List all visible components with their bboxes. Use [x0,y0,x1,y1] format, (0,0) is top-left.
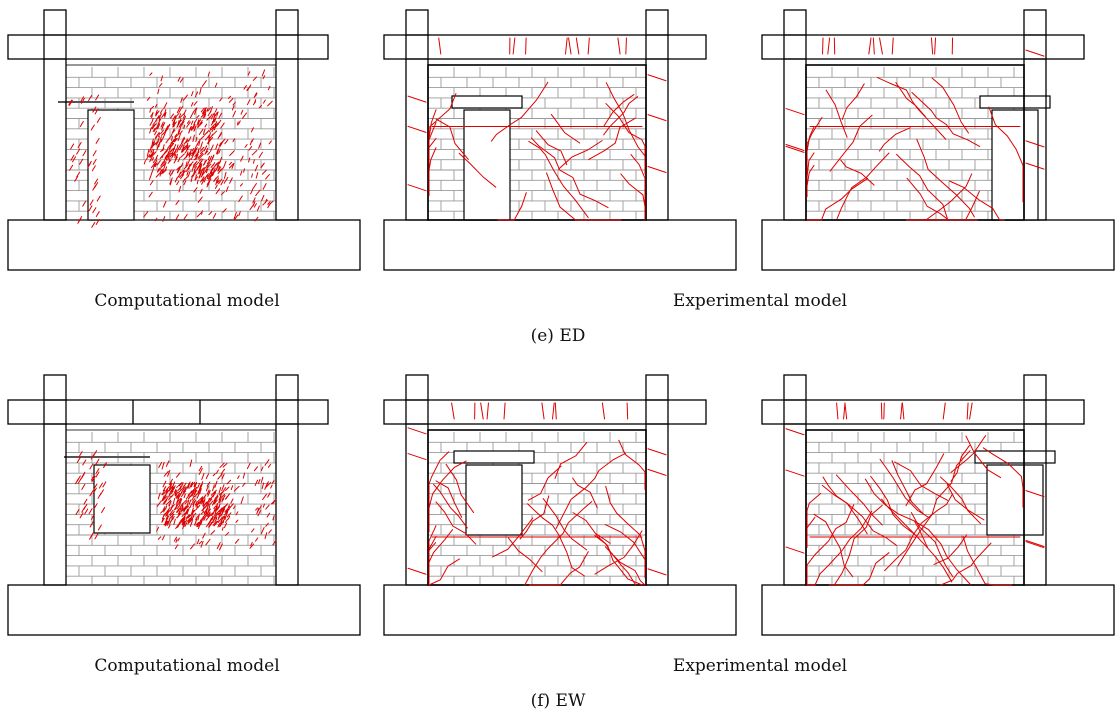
foundation-beam [384,220,736,270]
top-beam [8,400,328,424]
foundation-beam [8,220,360,270]
foundation-beam [762,220,1114,270]
door-opening [88,110,134,220]
lintel [975,451,1055,463]
infill-outline [806,65,1024,220]
top-beam [8,35,328,59]
computational-label-ew: Computational model [94,656,279,676]
computational-label-ed: Computational model [94,291,279,311]
top-beam [762,35,1084,59]
window-opening [987,465,1043,535]
foundation-beam [762,585,1114,635]
experimental-panel-ew-2 [762,375,1114,635]
computational-panel-ew [8,375,360,635]
masonry-infill [806,67,1024,220]
foundation-beam [384,585,736,635]
infill-outline [428,65,646,220]
experimental-panel-ed-1 [384,10,736,270]
experimental-label-ew: Experimental model [673,656,847,676]
window-opening [466,465,522,535]
lintel [452,96,522,108]
foundation-beam [8,585,360,635]
top-beam [384,400,706,424]
experimental-panel-ed-2 [762,10,1114,270]
caption-ed: (e) ED [531,326,586,346]
top-beam [384,35,706,59]
experimental-panel-ew-1 [384,375,736,635]
row-ed: Computational model Experimental model (… [8,10,1114,346]
computational-panel-ed [8,10,360,270]
lintel [980,96,1050,108]
caption-ew: (f) EW [531,691,586,711]
experimental-label-ed: Experimental model [673,291,847,311]
top-beam [762,400,1084,424]
window-opening [94,465,150,533]
row-ew: Computational model Experimental model (… [8,375,1114,711]
